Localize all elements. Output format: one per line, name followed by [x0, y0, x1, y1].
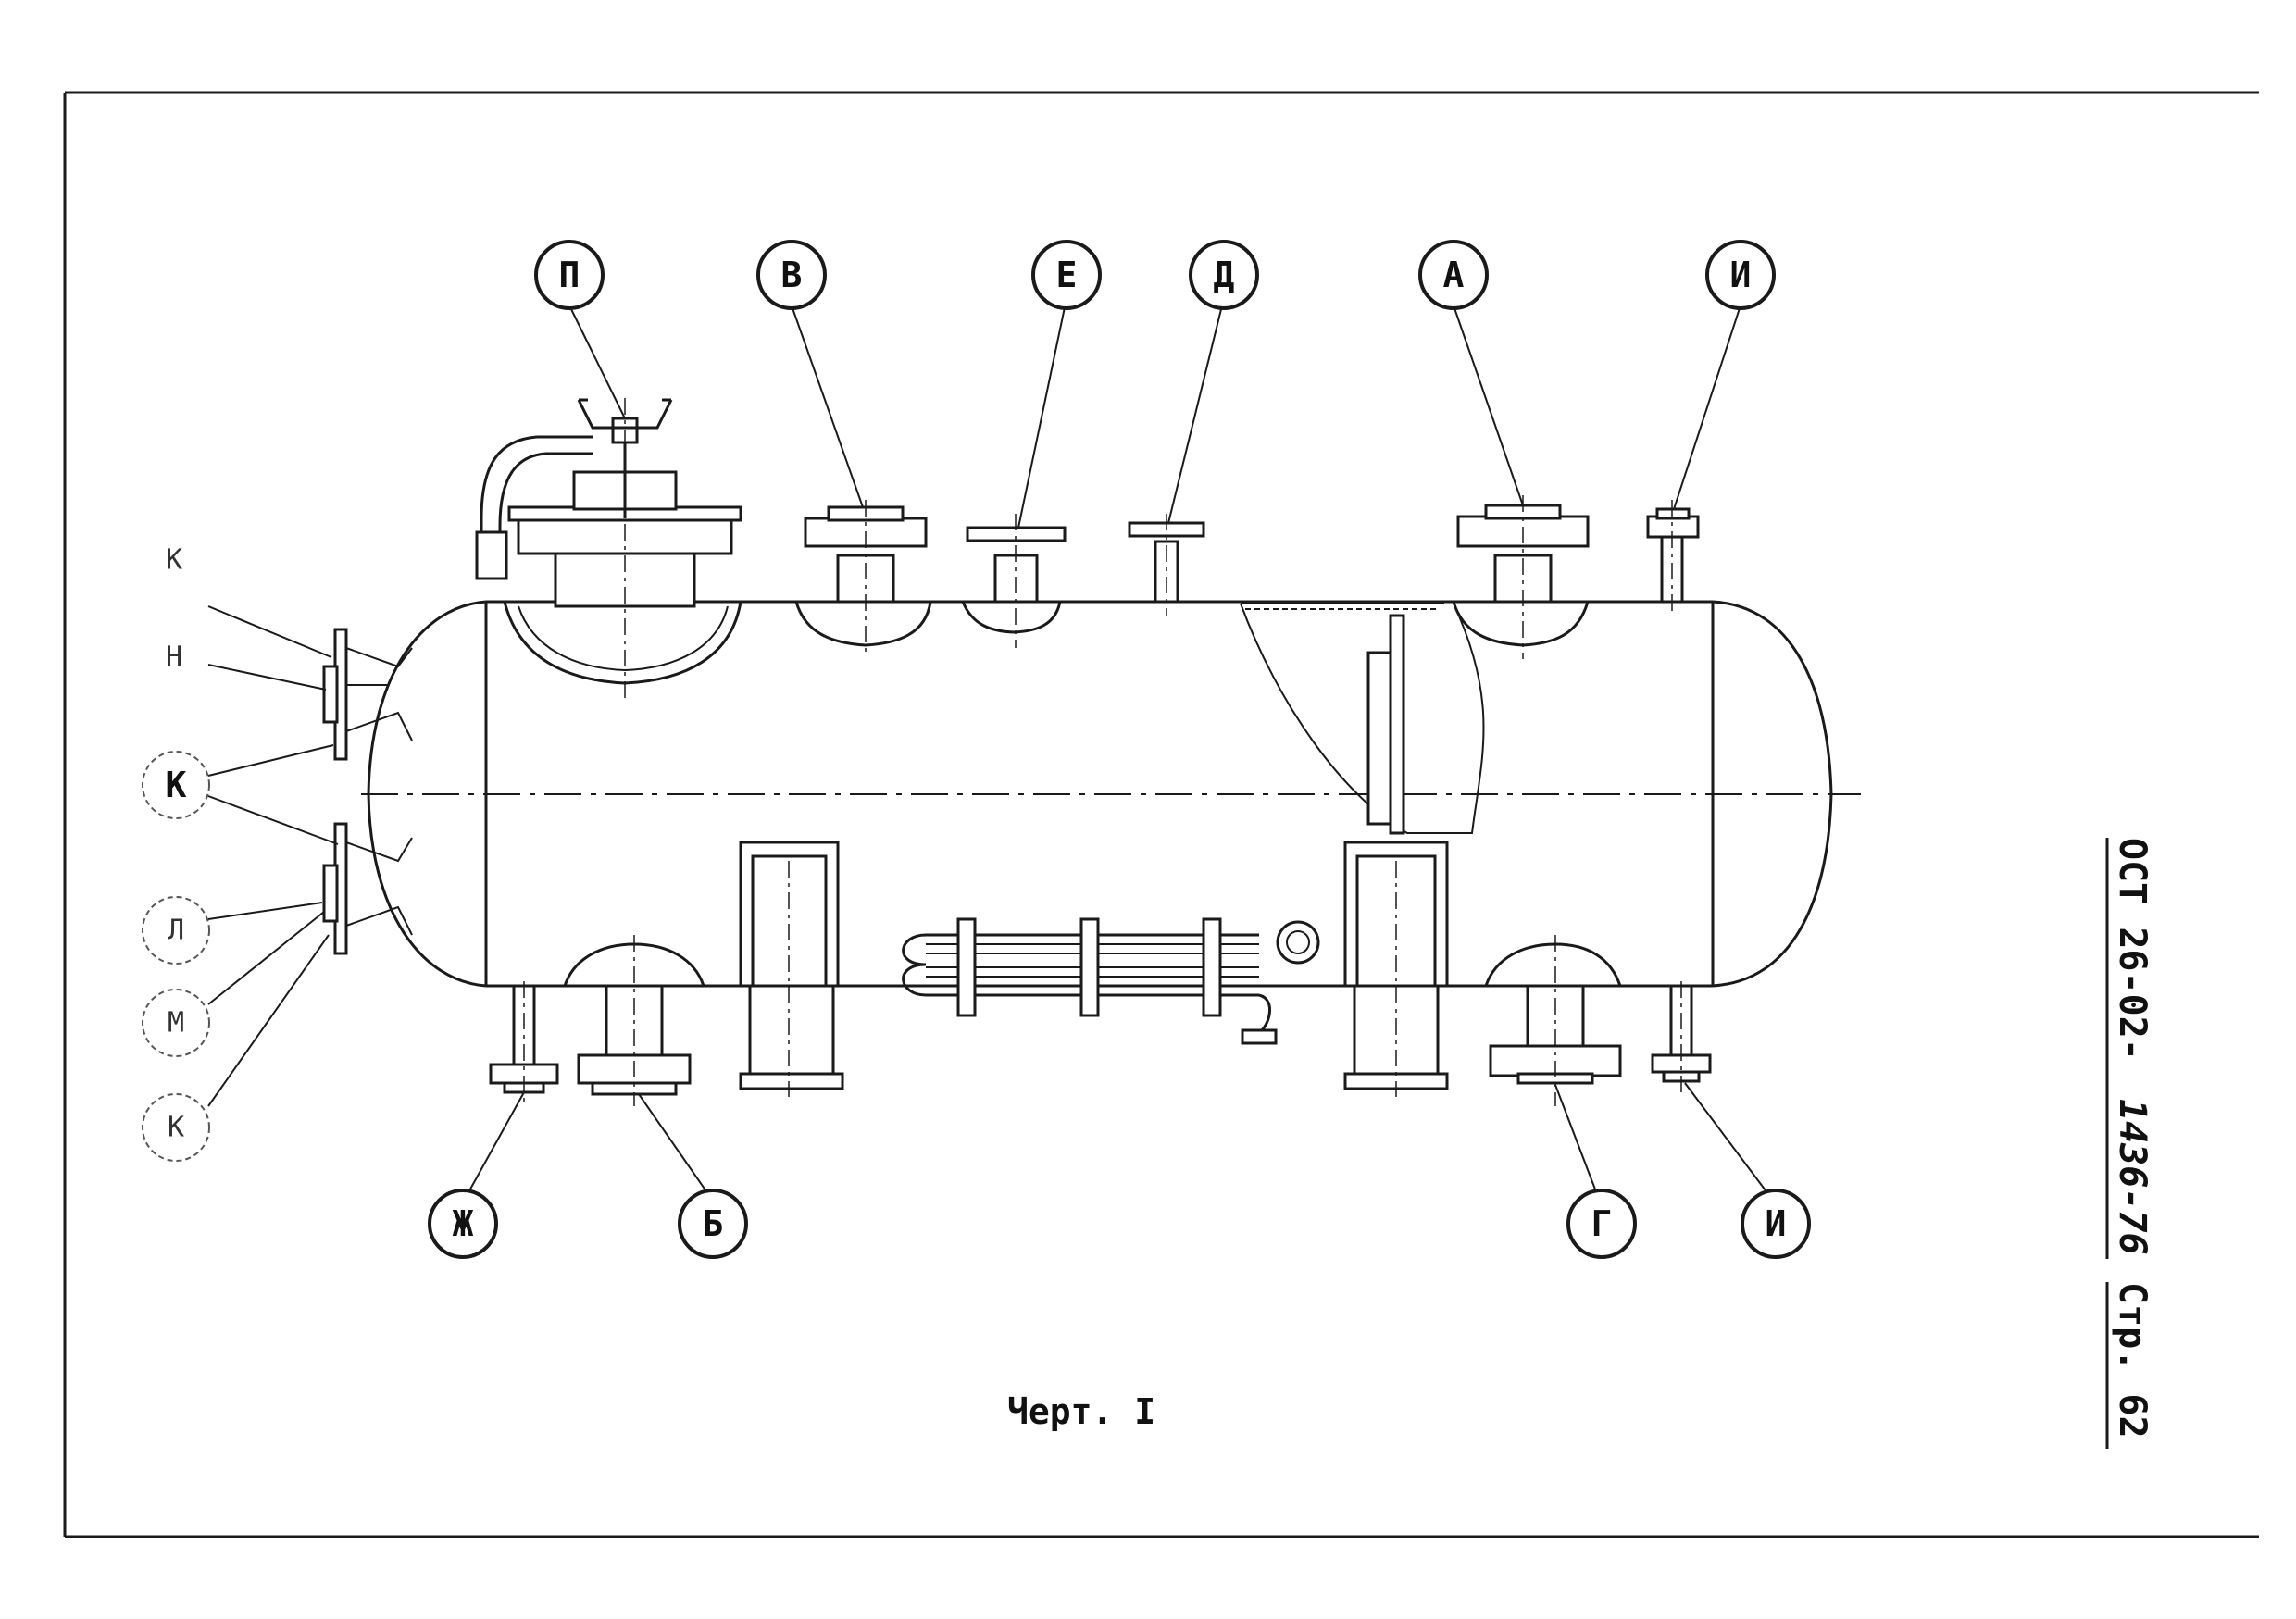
callout-e: Е [1017, 240, 1102, 529]
callout-left-n: Н [166, 641, 327, 691]
stamp-doc-prefix: ОСТ 26-02- [2111, 838, 2153, 1061]
callout-label-left-n: Н [166, 641, 182, 674]
side-stamp: ОСТ 26-02- 1436-76 Стр. 62 [2105, 838, 2153, 1449]
callout-i-bottom: И [1684, 1082, 1811, 1259]
callout-label-g: Г [1591, 1203, 1613, 1244]
page-frame [63, 91, 2259, 1538]
callout-label-p: П [559, 255, 580, 295]
callout-left-k1: К [166, 544, 332, 658]
nozzle-i-bottom [1651, 981, 1712, 1092]
stamp-page-label: Стр. 62 [2111, 1282, 2153, 1438]
callout-left-m: М [142, 911, 325, 1057]
callout-v: В [756, 240, 864, 508]
cutaway-section [1240, 603, 1485, 835]
drawing-caption: Черт. I [1007, 1391, 1155, 1432]
callout-label-d: Д [1214, 255, 1235, 295]
nozzle-d [1128, 514, 1205, 616]
callout-label-left-l: Л [168, 915, 184, 947]
callout-i-top: И [1673, 240, 1776, 510]
callout-left-l: Л [142, 896, 323, 965]
callout-label-left-k3: К [168, 1112, 184, 1144]
callout-p: П [534, 240, 626, 419]
callout-b: Б [638, 1093, 748, 1259]
nozzle-i-top [1646, 500, 1700, 611]
callout-label-left-m: М [168, 1007, 184, 1040]
callout-a: А [1418, 240, 1524, 506]
callout-label-e: Е [1056, 255, 1078, 295]
callout-label-b: Б [703, 1203, 724, 1244]
callout-label-left-k2: К [166, 765, 187, 805]
callout-left-k3: К [142, 934, 330, 1162]
nozzle-e [960, 514, 1067, 648]
nozzle-a [1452, 495, 1590, 659]
nozzle-zh-bottom [489, 981, 559, 1102]
nozzle-v [794, 500, 932, 657]
support-right [1343, 841, 1449, 1097]
callout-label-left-k1: К [166, 544, 182, 577]
callout-label-i-top: И [1730, 255, 1752, 295]
callout-label-a: А [1443, 255, 1465, 295]
callout-left-k2: К [142, 744, 339, 845]
left-head-nozzles [322, 628, 413, 955]
callout-d: Д [1167, 240, 1259, 524]
nozzle-b [562, 935, 706, 1106]
callout-g: Г [1554, 1084, 1637, 1259]
callout-label-i-bottom: И [1766, 1203, 1787, 1244]
callout-zh: Ж [428, 1091, 525, 1259]
callout-label-v: В [781, 255, 803, 295]
nozzle-g [1483, 935, 1623, 1106]
support-left [739, 841, 844, 1097]
tube-bundle-heater [902, 917, 1320, 1045]
stamp-doc-handwritten: 1436-76 [2111, 1099, 2153, 1255]
callout-label-zh: Ж [453, 1203, 474, 1244]
manhole-nozzle-p [475, 398, 742, 704]
